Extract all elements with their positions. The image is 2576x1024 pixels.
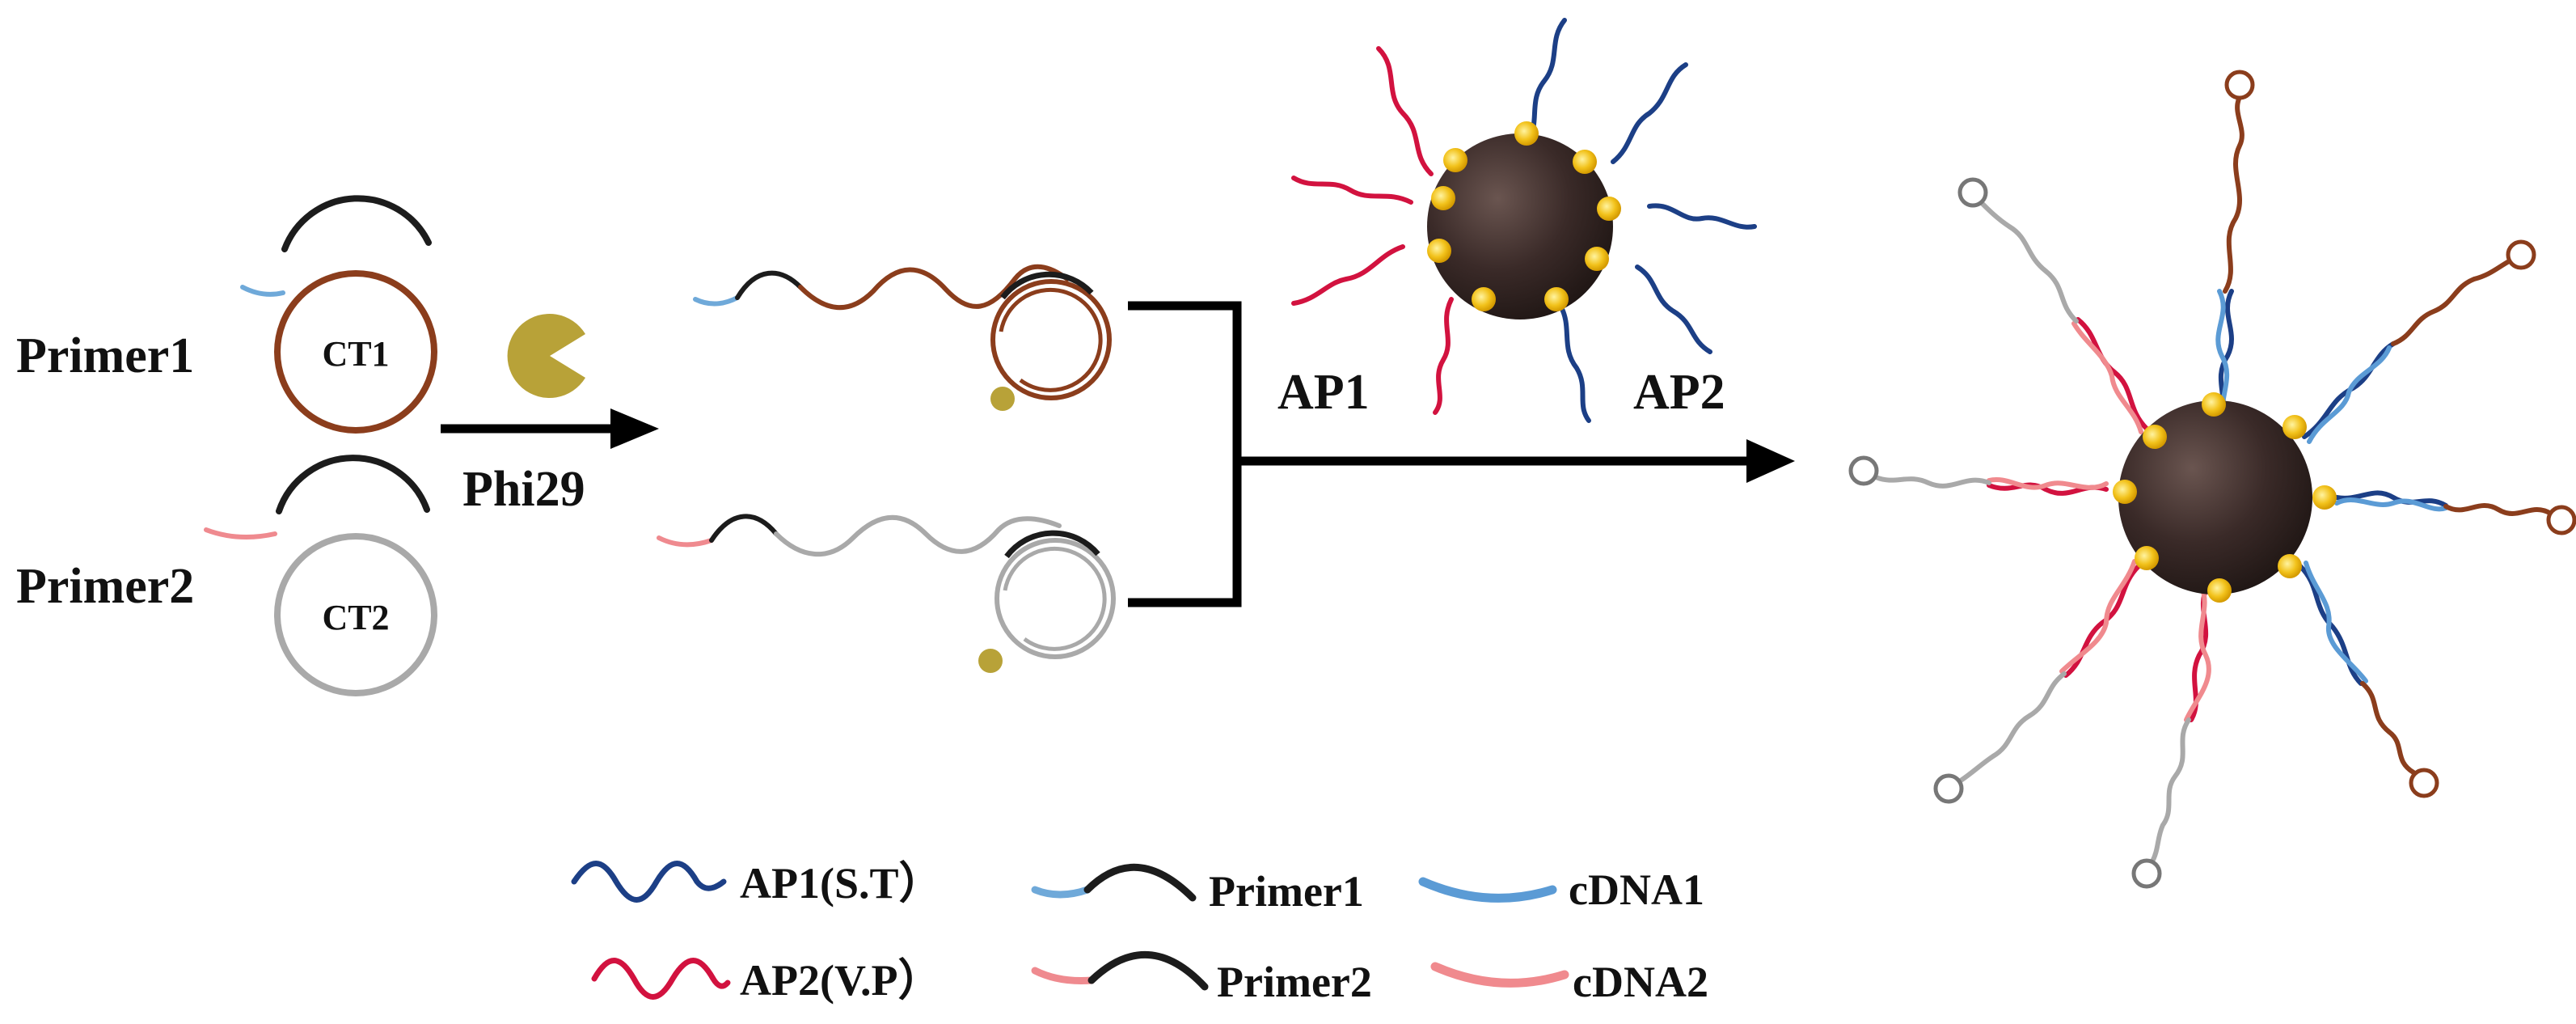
- arm-duplex-red: [2076, 317, 2149, 431]
- legend-label-primer1: Primer1: [1209, 867, 1364, 916]
- legend-item-ap2: AP2(V.P）: [591, 956, 942, 1005]
- cdna2-swatch: [1430, 962, 1569, 988]
- ct1-label: CT1: [322, 334, 389, 374]
- pacman-enzyme-icon-1: [990, 387, 1015, 411]
- primer1-swatch-body: [1083, 863, 1197, 902]
- phi29-step: Phi29: [441, 313, 659, 517]
- rca2-primer-overlay: [1004, 530, 1100, 559]
- primer1-body: [281, 195, 432, 252]
- legend-item-cdna2: cDNA2: [1430, 958, 1708, 1006]
- rca1-primer-overlay: [1000, 271, 1094, 300]
- assembled-nanostructure: [1848, 70, 2576, 889]
- arm-duplex-red: [2059, 559, 2137, 674]
- legend-item-primer2: Primer2: [1031, 951, 1372, 1006]
- ap1-strand: [1635, 264, 1712, 354]
- rca-product-2: [657, 514, 1116, 673]
- rca2-template-circle: [995, 538, 1116, 659]
- legend-item-primer1: Primer1: [1031, 863, 1364, 916]
- rca-product-1: [693, 264, 1112, 411]
- ap2-strand: [1291, 176, 1413, 205]
- primer2-body: [276, 455, 430, 514]
- ct1-circle: [274, 270, 437, 434]
- arm-duplex-blue: [2307, 345, 2392, 444]
- arm-duplex-blue: [2334, 497, 2448, 512]
- legend-item-ap1: AP1(S.T）: [571, 859, 943, 908]
- arm-rca-gray: [2150, 717, 2191, 864]
- arm-duplex-blue: [2304, 561, 2368, 683]
- merge-bracket: AP1 AP2: [1128, 301, 1795, 607]
- ap1-strand: [1611, 62, 1688, 164]
- arm-duplex-blue: [2298, 564, 2363, 686]
- nanoparticle-icon: [1427, 133, 1613, 319]
- legend: AP1(S.T） AP2(V.P） Primer1 Primer2 cDNA1 …: [571, 859, 1708, 1006]
- bracket-line: [1128, 301, 1242, 607]
- ct2-label: CT2: [322, 598, 389, 637]
- primer1-tip: [240, 285, 285, 297]
- arm-duplex-red: [1987, 476, 2109, 490]
- rca2-inner-strand: [1003, 546, 1107, 651]
- legend-label-primer2: Primer2: [1217, 958, 1372, 1006]
- legend-label-cdna1: cDNA1: [1569, 865, 1704, 914]
- legend-label-ap2: AP2(V.P）: [740, 956, 942, 1005]
- arm-rca-brown: [2391, 258, 2513, 346]
- primer2-label: Primer2: [16, 559, 194, 614]
- gold-anchors: [1427, 121, 1621, 311]
- pacman-enzyme-icon: [507, 313, 585, 398]
- ct2-circle: [274, 533, 437, 696]
- arm-rca-gray: [1958, 671, 2067, 783]
- primer2-swatch-tip: [1031, 967, 1096, 984]
- primer2-swatch-body: [1087, 951, 1209, 991]
- arm-rca-gray: [1978, 200, 2079, 324]
- probe-strands: [1291, 18, 1757, 423]
- arm-rca-brown: [2443, 503, 2553, 516]
- ap1-strand: [1647, 203, 1757, 230]
- arm-rca-gray: [1873, 475, 1991, 489]
- rca1-primer-body: [735, 270, 803, 300]
- rca2-primer-tip: [657, 535, 714, 548]
- merge-arrow-head: [1746, 439, 1795, 483]
- ap2-strand: [1376, 46, 1434, 176]
- phi29-label: Phi29: [462, 462, 585, 517]
- ap2-strand: [1291, 244, 1405, 306]
- rca1-template-circle: [990, 279, 1112, 400]
- cdna1-swatch: [1418, 877, 1557, 903]
- ap2-strand-swatch: [591, 958, 731, 1000]
- legend-item-cdna1: cDNA1: [1418, 865, 1704, 914]
- nanoparticle-icon: [2118, 400, 2312, 595]
- rca1-inner-strand: [999, 287, 1103, 392]
- primer2-template-complex: CT2 Primer2: [16, 455, 437, 696]
- probe-nanoparticle: [1291, 18, 1757, 423]
- phi29-arrow-head: [610, 408, 659, 449]
- arm-duplex-red: [2063, 564, 2141, 678]
- rca1-primer-tip: [693, 295, 740, 307]
- ap2-strand: [1433, 297, 1454, 415]
- ap1-label: AP1: [1277, 365, 1370, 420]
- arm-duplex-blue: [2334, 490, 2448, 508]
- arm-rca-brown: [2223, 95, 2244, 294]
- primer2-tip: [204, 527, 277, 540]
- primer1-label: Primer1: [16, 328, 194, 383]
- pacman-enzyme-icon-2: [978, 649, 1003, 673]
- gold-anchors: [2113, 392, 2337, 603]
- rca1-product-strand: [798, 264, 1070, 311]
- primer1-template-complex: CT1 Primer1: [16, 195, 437, 434]
- rca2-primer-body: [709, 514, 779, 543]
- arm-end-loops: [1848, 70, 2576, 889]
- ap1-strand: [1526, 18, 1567, 144]
- ap2-label: AP2: [1633, 365, 1725, 420]
- arm-rca-brown: [2360, 681, 2416, 775]
- ap1-strand-swatch: [571, 861, 727, 903]
- arm-duplex-red: [2184, 584, 2211, 722]
- hybridized-arms: [1873, 95, 2553, 864]
- ap1-strand: [1558, 303, 1591, 423]
- arm-duplex-red: [2071, 321, 2143, 434]
- primer1-swatch-tip: [1031, 886, 1092, 899]
- rca2-product-strand: [774, 514, 1062, 557]
- legend-label-cdna2: cDNA2: [1573, 958, 1708, 1006]
- legend-label-ap1: AP1(S.T）: [740, 859, 943, 908]
